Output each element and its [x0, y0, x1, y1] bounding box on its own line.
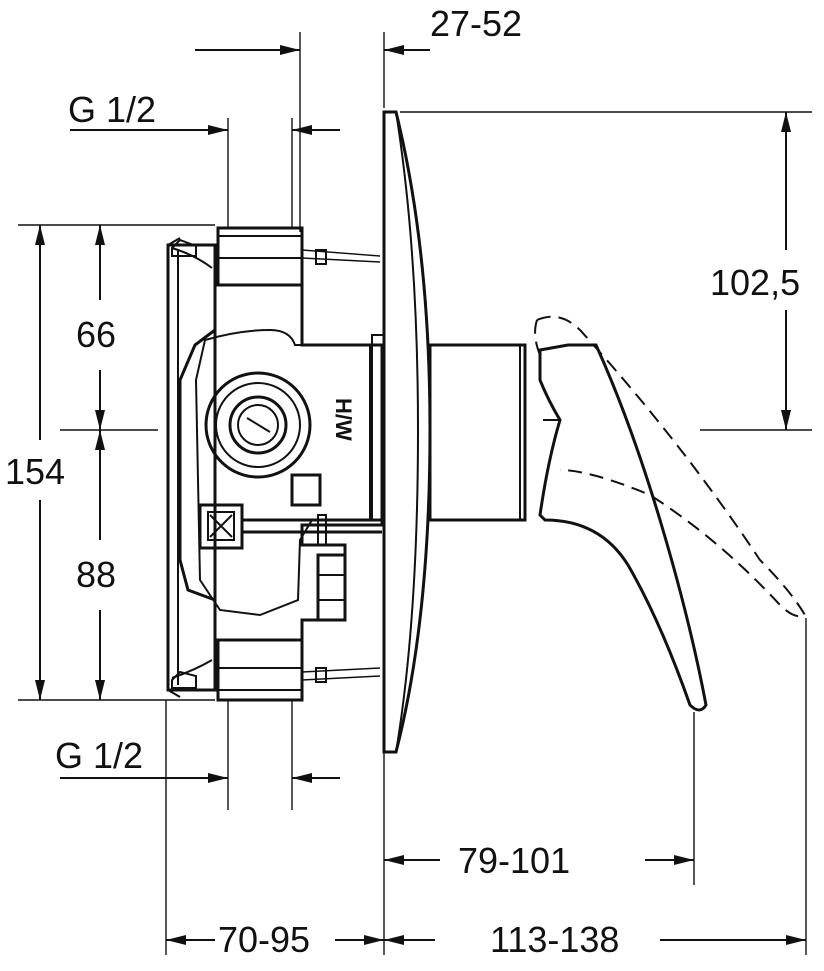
valve-body: H/W: [166, 226, 384, 702]
dim-total-projection: 113-138: [490, 919, 619, 960]
dim-body-depth: 70-95: [218, 919, 310, 960]
dimension-lines: [35, 45, 806, 945]
dim-thread-bottom: G 1/2: [55, 735, 143, 776]
handle: [428, 315, 807, 712]
dim-height-total: 154: [5, 451, 65, 492]
extension-lines: [18, 32, 812, 955]
hw-marking: H/W: [331, 398, 356, 441]
dim-height-upper: 66: [76, 314, 116, 355]
dim-thread-top: G 1/2: [68, 89, 156, 130]
dim-height-lower: 88: [76, 554, 116, 595]
dim-top-offset: 27-52: [430, 3, 522, 44]
dim-handle-projection: 79-101: [458, 840, 570, 881]
dim-plate-to-handle: 102,5: [710, 262, 800, 303]
